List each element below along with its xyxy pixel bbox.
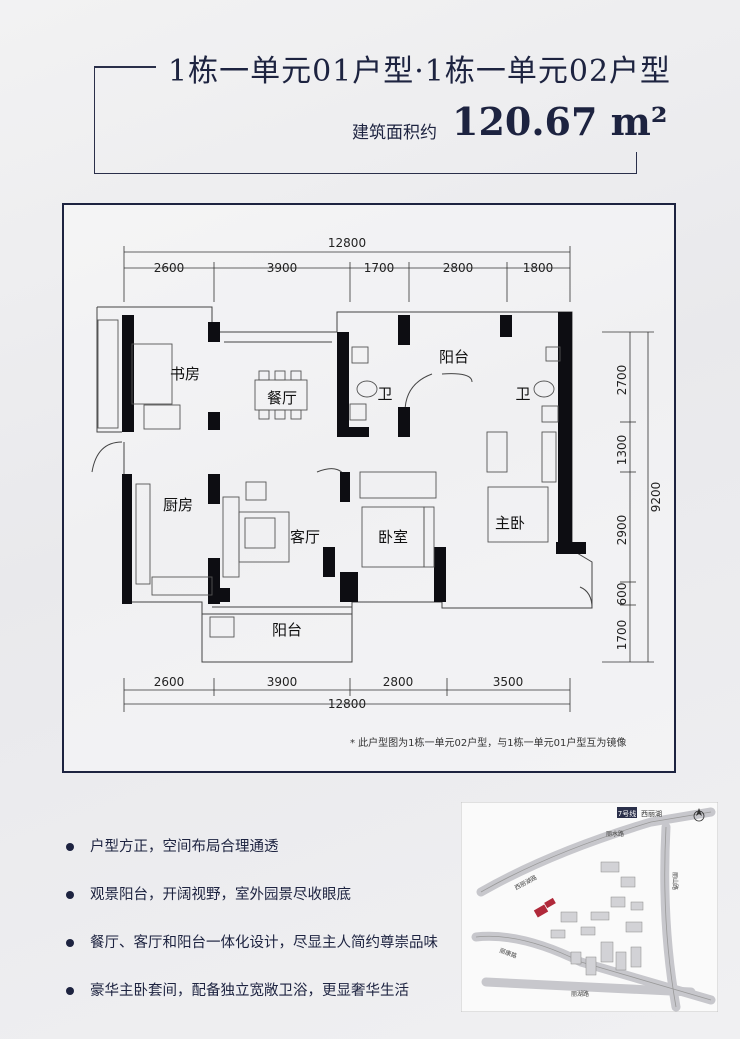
project-marker: [533, 904, 549, 918]
room-balcony-bottom: 阳台: [272, 621, 302, 639]
feature-text: 观景阳台，开阔视野，室外园景尽收眼底: [90, 887, 351, 903]
area-label: 建筑面积约: [352, 123, 437, 143]
page-title: 1栋一单元01户型·1栋一单元02户型: [168, 54, 672, 89]
room-study: 书房: [170, 365, 200, 383]
bullet-icon: [66, 939, 74, 947]
metro-badge: [617, 807, 637, 818]
floor-plan-drawing: 12800 2600 3900 1700 2800 1800 2600 3900…: [91, 236, 663, 712]
feature-text: 豪华主卧套间，配备独立宽敞卫浴，更显奢华生活: [90, 983, 409, 999]
project-marker-2: [544, 897, 556, 909]
room-master: 主卧: [495, 514, 525, 532]
dim-top-1: 2600: [154, 261, 185, 275]
dim-bottom-1: 2600: [154, 675, 185, 689]
right-dimension-lines: [602, 331, 654, 663]
dim-top-2: 3900: [267, 261, 298, 275]
bullet-icon: [66, 987, 74, 995]
furniture: [97, 319, 561, 638]
title-frame: [94, 66, 637, 174]
room-bath-2: 卫: [515, 385, 530, 403]
station-label: 西丽湖: [641, 809, 662, 818]
metro-label: 7号线: [618, 809, 636, 818]
area-number: 120.67 m²: [452, 99, 668, 144]
plan-thin-lines: [91, 306, 593, 663]
feature-text: 餐厅、客厅和阳台一体化设计，尽显主人简约尊崇品味: [90, 935, 438, 951]
room-balcony-top: 阳台: [439, 348, 469, 366]
dim-top-4: 2800: [443, 261, 474, 275]
dim-bottom-4: 3500: [493, 675, 524, 689]
road-label-1: 丽水路: [606, 830, 624, 838]
feature-item: 餐厅、客厅和阳台一体化设计，尽显主人简约尊崇品味: [66, 934, 438, 982]
location-map-drawing: 7号线 西丽湖 丽水路 西丽湖路 丽山路 丽康路 丽湖路: [460, 801, 719, 1013]
top-dimension-lines: [123, 246, 571, 302]
buildings: [550, 861, 644, 976]
north-arrow-icon: [693, 808, 705, 822]
dim-bottom-3: 2800: [383, 675, 414, 689]
room-living: 客厅: [290, 528, 320, 546]
dim-right-5: 1700: [615, 620, 629, 651]
dim-top-3: 1700: [364, 261, 395, 275]
dim-right-3: 2900: [615, 515, 629, 546]
dim-right-4: 600: [615, 583, 629, 606]
dim-bottom-total: 12800: [328, 697, 366, 711]
dim-top-5: 1800: [523, 261, 554, 275]
location-map: 7号线 西丽湖 丽水路 西丽湖路 丽山路 丽康路 丽湖路: [460, 801, 719, 1013]
dim-top-total: 12800: [328, 236, 366, 250]
walls: [122, 312, 586, 604]
room-dining: 餐厅: [267, 389, 297, 407]
feature-list: 户型方正，空间布局合理通透 观景阳台，开阔视野，室外园景尽收眼底 餐厅、客厅和阳…: [66, 838, 438, 1030]
area-value: 120.67 m²: [452, 99, 668, 144]
dim-bottom-2: 3900: [267, 675, 298, 689]
road-label-3: 丽山路: [671, 872, 679, 890]
bottom-dimension-lines: [123, 678, 571, 712]
bullet-icon: [66, 843, 74, 851]
floor-plan: 12800 2600 3900 1700 2800 1800 2600 3900…: [62, 203, 676, 773]
dim-right-2: 1300: [615, 435, 629, 466]
room-bath-1: 卫: [377, 385, 392, 403]
road-label-5: 丽湖路: [571, 990, 589, 998]
bullet-icon: [66, 891, 74, 899]
room-kitchen: 厨房: [163, 496, 193, 514]
feature-text: 户型方正，空间布局合理通透: [90, 839, 279, 855]
feature-item: 豪华主卧套间，配备独立宽敞卫浴，更显奢华生活: [66, 982, 438, 1030]
feature-item: 户型方正，空间布局合理通透: [66, 838, 438, 886]
feature-item: 观景阳台，开阔视野，室外园景尽收眼底: [66, 886, 438, 934]
dim-right-total: 9200: [649, 482, 663, 513]
plan-note: * 此户型图为1栋一单元02户型，与1栋一单元01户型互为镜像: [350, 738, 627, 749]
room-bedroom: 卧室: [378, 528, 408, 546]
dim-right-1: 2700: [615, 365, 629, 396]
